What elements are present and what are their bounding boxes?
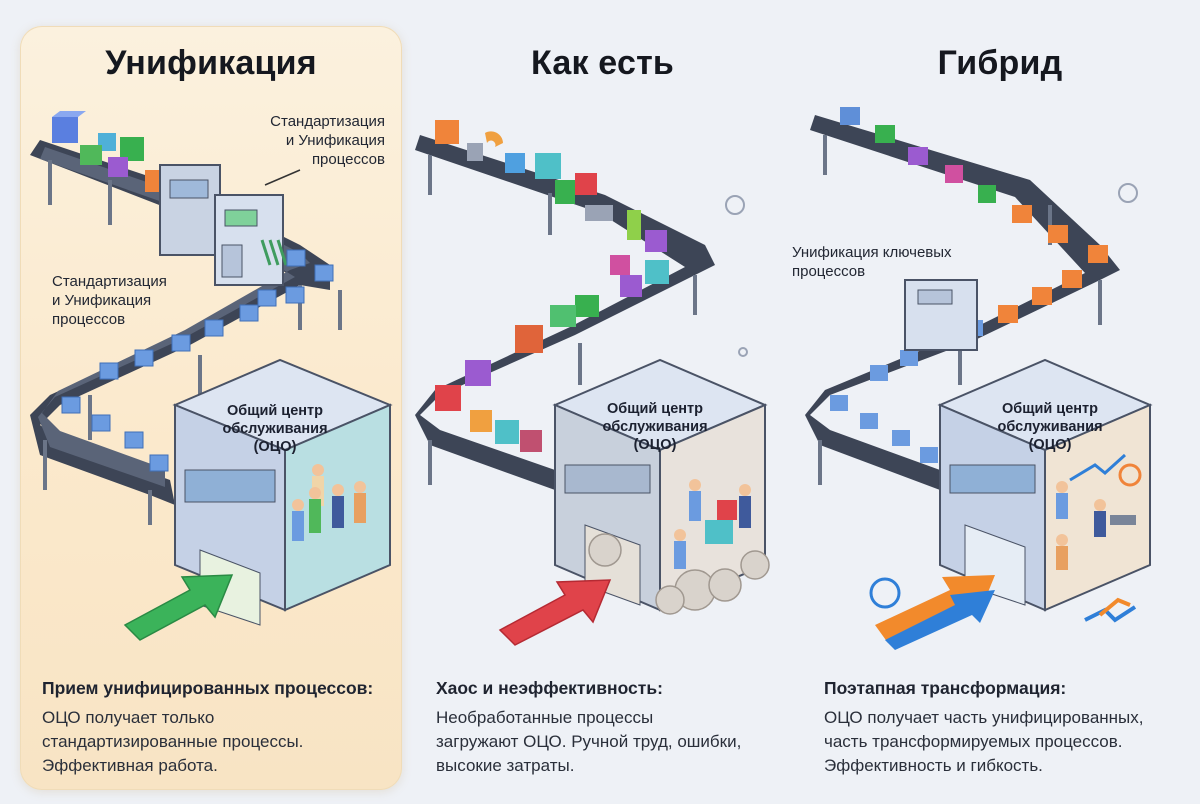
gear-icon bbox=[725, 195, 745, 215]
intake-arrow-red bbox=[498, 579, 612, 646]
panel-title: Унификация bbox=[105, 44, 317, 82]
panel-hybrid: Гибрид bbox=[792, 0, 1200, 804]
panel-title: Как есть bbox=[530, 44, 675, 82]
process-boxes-unsorted bbox=[52, 111, 167, 192]
shared-service-center-building bbox=[172, 358, 393, 626]
panel-title: Гибрид bbox=[937, 44, 1063, 82]
gear-icon bbox=[1118, 183, 1138, 203]
gear-icon bbox=[1118, 463, 1142, 487]
shared-service-center-building bbox=[552, 358, 770, 615]
building-label: Общий центр обслуживания (ОЦО) bbox=[222, 403, 328, 455]
flow-arrow-icon bbox=[1084, 605, 1137, 623]
building-label: Общий центр обслуживания (ОЦО) bbox=[602, 401, 708, 453]
panel-as-is: Как есть bbox=[405, 0, 800, 804]
as-is-scene-illustration bbox=[415, 120, 770, 646]
standardized-process-boxes bbox=[61, 249, 334, 472]
hybrid-scene-illustration bbox=[805, 107, 1153, 650]
stressed-people-icons bbox=[674, 479, 751, 569]
growth-arrow-icon bbox=[1069, 453, 1127, 482]
unification-machine bbox=[159, 164, 301, 286]
intake-arrow-green bbox=[123, 574, 234, 641]
intake-arrow-hybrid bbox=[875, 575, 995, 650]
callout-top: Стандартизация и Унификация процессов bbox=[270, 113, 385, 168]
refresh-icon bbox=[869, 577, 901, 609]
workers-at-desks-icons bbox=[1056, 481, 1136, 570]
building-label: Общий центр обслуживания (ОЦО) bbox=[997, 401, 1103, 453]
shared-service-center-building bbox=[937, 358, 1153, 612]
caption-hybrid: Поэтапная трансформация: ОЦО получает ча… bbox=[824, 678, 1144, 775]
team-people-icons bbox=[292, 464, 366, 541]
callout-side: Стандартизация и Унификация процессов bbox=[52, 273, 167, 328]
unification-scene-illustration bbox=[30, 111, 393, 641]
key-process-machine bbox=[904, 279, 978, 351]
callout-key-processes: Унификация ключевых процессов bbox=[792, 244, 952, 280]
caption-unification: Прием унифицированных процессов: ОЦО пол… bbox=[42, 678, 374, 775]
panel-unification: Унификация bbox=[0, 0, 405, 804]
chaos-smoke-cloud bbox=[588, 533, 770, 615]
caption-as-is: Хаос и неэффективность: Необработанные п… bbox=[436, 678, 742, 775]
chaotic-process-boxes bbox=[435, 120, 669, 452]
